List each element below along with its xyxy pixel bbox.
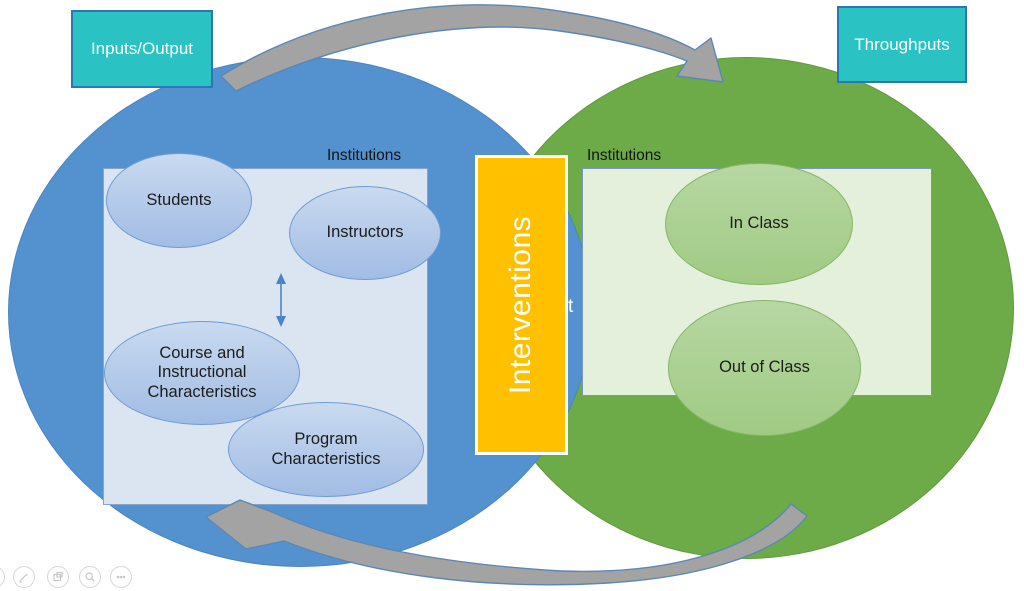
zoom-icon[interactable] bbox=[79, 566, 101, 588]
inputs-output-label: Inputs/Output bbox=[90, 39, 194, 58]
pen-icon[interactable] bbox=[13, 566, 35, 588]
program-characteristics-label: Program Characteristics bbox=[271, 430, 381, 468]
hidden-text-fragment: t bbox=[568, 296, 574, 317]
instructors-label: Instructors bbox=[326, 223, 404, 242]
inputs-output-box: Inputs/Output bbox=[71, 10, 213, 88]
instructors-ellipse: Instructors bbox=[289, 186, 441, 280]
institutions-label-left: Institutions bbox=[327, 147, 402, 164]
program-characteristics-ellipse: Program Characteristics bbox=[228, 402, 424, 497]
interventions-label: Interventions bbox=[504, 215, 538, 395]
students-label: Students bbox=[146, 190, 212, 209]
throughputs-label: Throughputs bbox=[854, 34, 950, 54]
throughputs-box: Throughputs bbox=[837, 6, 967, 83]
arrowhead-up-icon bbox=[276, 273, 286, 284]
interventions-box: Interventions bbox=[475, 155, 568, 455]
in-class-ellipse: In Class bbox=[665, 163, 853, 285]
slide-layout-icon[interactable] bbox=[47, 566, 69, 588]
toolbar-edge-partial-icon[interactable] bbox=[0, 566, 5, 588]
arrowhead-down-icon bbox=[276, 316, 286, 327]
double-arrow-connector bbox=[276, 273, 286, 327]
course-characteristics-label: Course and Instructional Characteristics bbox=[147, 343, 257, 401]
course-characteristics-ellipse: Course and Instructional Characteristics bbox=[104, 321, 300, 425]
out-of-class-label: Out of Class bbox=[719, 358, 810, 377]
institutions-label-right: Institutions bbox=[587, 147, 662, 164]
in-class-label: In Class bbox=[729, 214, 789, 233]
students-ellipse: Students bbox=[106, 153, 252, 248]
more-options-icon[interactable] bbox=[110, 566, 132, 588]
out-of-class-ellipse: Out of Class bbox=[668, 300, 861, 436]
